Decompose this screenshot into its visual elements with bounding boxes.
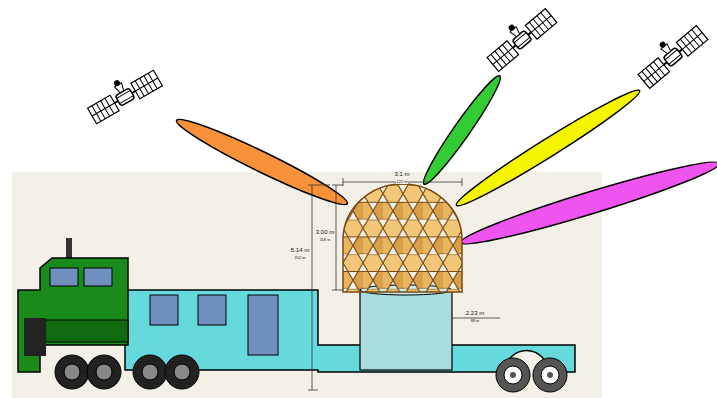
dimension-label: 118 in — [319, 238, 332, 242]
dimension-label: 5.14 m — [290, 247, 310, 253]
dimension-label: 88 in — [470, 319, 481, 323]
dimension-label: 3.00 m — [315, 229, 335, 235]
dimension-label: 202 in — [294, 256, 307, 260]
dimension-label: 3.1 m — [393, 171, 410, 177]
dimension-label: 2.23 m — [465, 310, 485, 316]
dimension-label: 122 in — [396, 180, 409, 184]
